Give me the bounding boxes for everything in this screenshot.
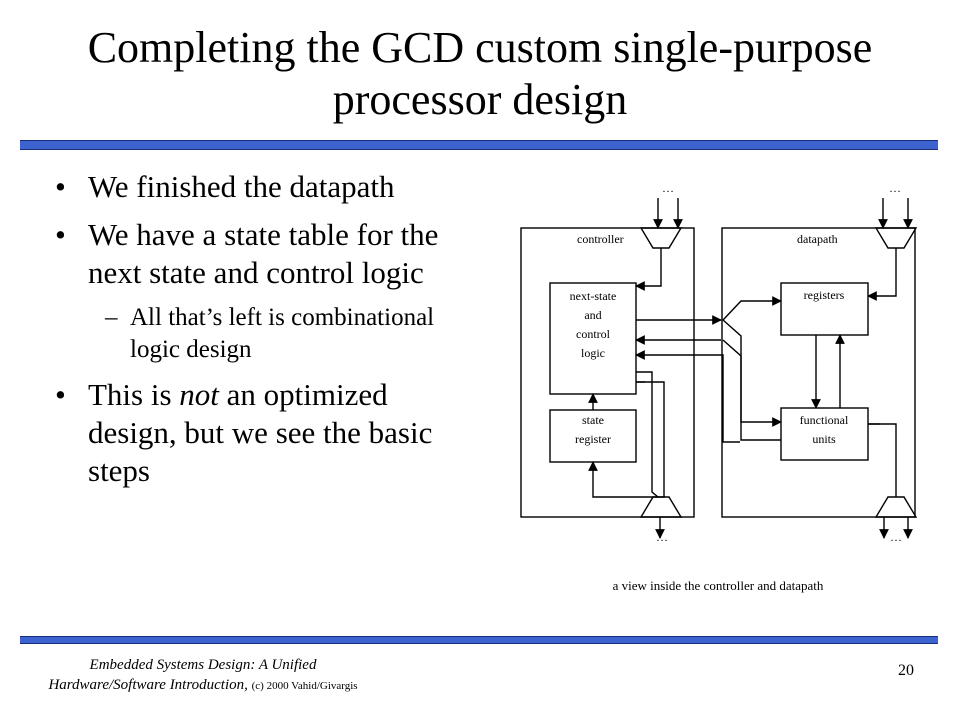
next-state-label: control	[576, 327, 611, 341]
slide-title: Completing the GCD custom single-purpose…	[87, 23, 873, 124]
bullet-text: This is	[88, 377, 180, 412]
footer-divider	[20, 636, 938, 644]
controller-label: controller	[577, 232, 624, 246]
datapath-input-mux	[874, 227, 918, 249]
bullet-item: We have a state table for the next state…	[50, 216, 480, 292]
footer-text: Hardware/Software Introduction,	[48, 677, 248, 693]
state-register-label: state	[582, 413, 604, 427]
bullet-item: This is not an optimized design, but we …	[50, 376, 480, 490]
diagram-caption: a view inside the controller and datapat…	[613, 578, 824, 593]
title-divider	[20, 140, 938, 150]
footer-line: Hardware/Software Introduction, (c) 2000…	[18, 675, 388, 696]
datapath-output-mux	[874, 496, 918, 518]
controller-output-mux	[639, 496, 683, 518]
next-state-label: and	[584, 308, 601, 322]
bullet-emphasis: not	[179, 377, 219, 412]
ellipsis-label: …	[889, 181, 901, 195]
footer-citation: Embedded Systems Design: A Unified Hardw…	[18, 655, 388, 696]
datapath-box	[721, 227, 916, 518]
controller-box	[520, 227, 695, 518]
functional-units-label: units	[812, 432, 836, 446]
footer-line: Embedded Systems Design: A Unified	[89, 657, 317, 673]
bullet-list: We finished the datapath We have a state…	[50, 168, 480, 500]
sub-bullet-item: All that’s left is combinational logic d…	[50, 302, 480, 366]
registers-block	[780, 282, 869, 336]
ellipsis-label: …	[656, 530, 668, 544]
registers-label: registers	[804, 288, 845, 302]
bullet-item: We finished the datapath	[50, 168, 480, 206]
controller-input-mux	[639, 227, 683, 249]
functional-units-block	[780, 407, 869, 461]
ellipsis-label: …	[890, 530, 902, 544]
ellipsis-label: …	[662, 181, 674, 195]
page-number: 20	[898, 662, 914, 679]
next-state-label: next-state	[570, 289, 617, 303]
datapath-label: datapath	[797, 232, 838, 246]
state-register-label: register	[575, 432, 611, 446]
functional-units-label: functional	[800, 413, 849, 427]
next-state-label: logic	[581, 346, 605, 360]
footer-copyright: (c) 2000 Vahid/Givargis	[251, 680, 358, 692]
bullet-text: an optimized design, but we see the basi…	[88, 377, 433, 488]
